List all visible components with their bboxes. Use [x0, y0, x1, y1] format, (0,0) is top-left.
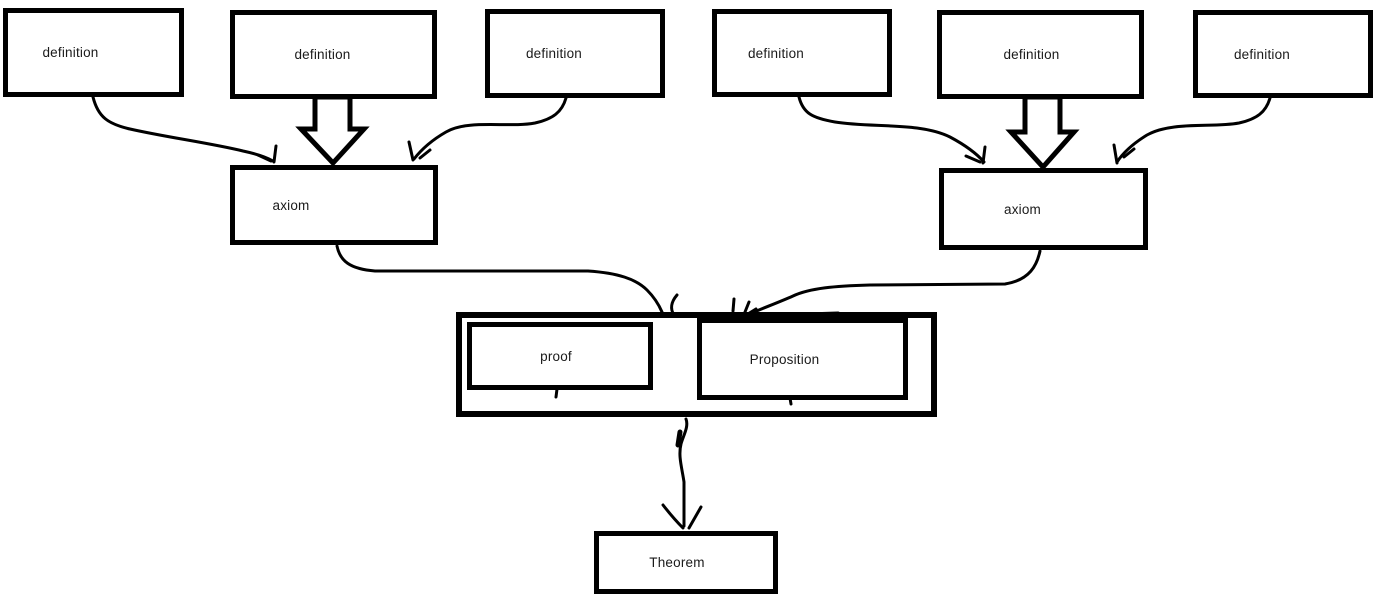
node-definition-2: definition: [230, 10, 437, 99]
node-definition-5-label: definition: [1003, 47, 1060, 62]
edge-definition1-axiom-left: [91, 95, 278, 164]
node-proof-label: proof: [540, 348, 572, 364]
node-proposition: Proposition: [697, 318, 908, 400]
node-axiom-left: axiom: [230, 165, 438, 245]
node-axiom-right: axiom: [939, 168, 1148, 250]
node-axiom-left-label: axiom: [272, 197, 310, 213]
node-axiom-right-label: axiom: [1003, 201, 1041, 217]
node-theorem-label: Theorem: [649, 555, 705, 570]
node-proposition-label: Proposition: [749, 351, 820, 367]
edge-definition5-axiom-right-block-arrow: [1005, 94, 1080, 171]
node-definition-5: definition: [937, 10, 1144, 99]
node-proof: proof: [467, 322, 653, 390]
node-definition-3-label: definition: [525, 46, 583, 61]
edge-definition2-axiom-left-block-arrow: [295, 94, 370, 167]
edge-axiom-right-proposition: [731, 249, 1042, 320]
edge-group-theorem: [661, 417, 703, 530]
edge-axiom-left-group: [335, 244, 679, 317]
node-definition-4-label: definition: [747, 45, 805, 61]
node-definition-6: definition: [1193, 10, 1373, 98]
node-definition-4: definition: [712, 9, 892, 97]
node-definition-3: definition: [485, 9, 665, 98]
edge-definition6-axiom-right: [1112, 96, 1272, 165]
node-definition-1: definition: [3, 8, 184, 97]
node-definition-2-label: definition: [294, 47, 351, 62]
edge-definition4-axiom-right: [797, 95, 987, 165]
node-definition-1-label: definition: [42, 45, 99, 60]
edge-definition3-axiom-left: [407, 96, 568, 162]
node-definition-6-label: definition: [1233, 46, 1291, 62]
node-theorem: Theorem: [594, 531, 778, 594]
